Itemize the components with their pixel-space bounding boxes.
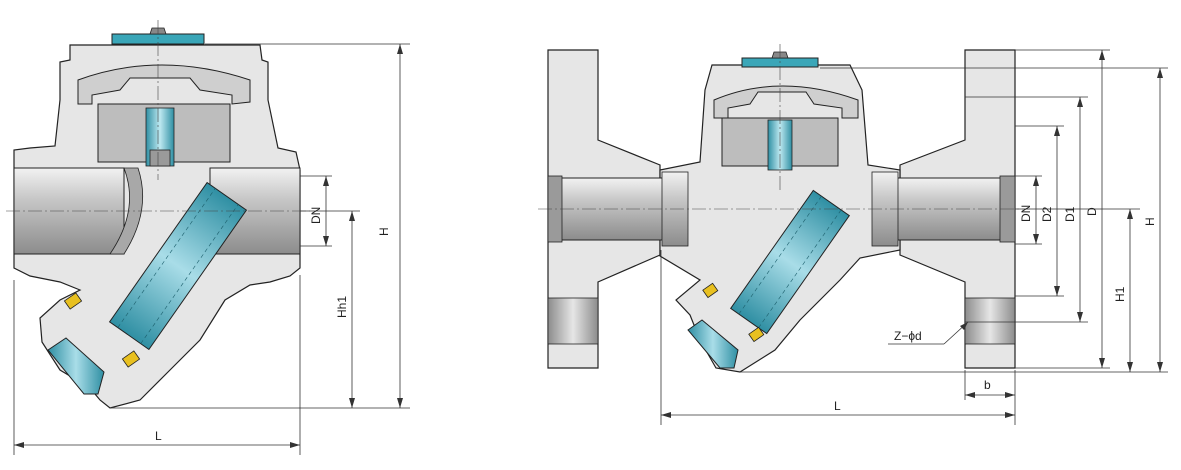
left-disc xyxy=(149,149,171,167)
left-dim-L: L xyxy=(155,429,162,443)
flanged-trap-view: L b H H1 D D1 xyxy=(538,44,1168,425)
left-bonnet xyxy=(77,64,251,105)
left-dim-H1: Hh1 xyxy=(335,296,349,318)
right-dim-D2: D2 xyxy=(1040,206,1054,222)
right-flange-left-bolt xyxy=(547,297,599,345)
left-strainer-screen xyxy=(108,181,248,351)
left-strainer-cap xyxy=(47,337,105,395)
right-dim-D: D xyxy=(1085,207,1099,216)
right-dim-D1: D1 xyxy=(1063,206,1077,222)
right-dim-Z: Z−ϕd xyxy=(894,329,922,343)
right-flange-right-bolt xyxy=(964,297,1016,345)
right-dim-H: H xyxy=(1143,217,1157,226)
right-bolt-1 xyxy=(702,282,719,299)
right-bonnet xyxy=(713,85,859,119)
right-dim-DN: DN xyxy=(1019,205,1033,222)
left-inlet-bend xyxy=(109,167,144,255)
right-dim-H1: H1 xyxy=(1113,286,1127,302)
right-bolt-2 xyxy=(748,326,765,343)
threaded-trap-view: L H Hh1 DN xyxy=(6,20,410,455)
left-dim-DN: DN xyxy=(309,207,323,224)
right-strainer-screen xyxy=(729,189,851,335)
left-dim-H: H xyxy=(377,227,391,236)
left-bolt-2 xyxy=(121,350,141,368)
right-dim-b: b xyxy=(984,378,991,392)
left-bolt-1 xyxy=(63,292,83,310)
right-dim-L: L xyxy=(834,399,841,413)
right-strainer-cap xyxy=(687,319,739,369)
